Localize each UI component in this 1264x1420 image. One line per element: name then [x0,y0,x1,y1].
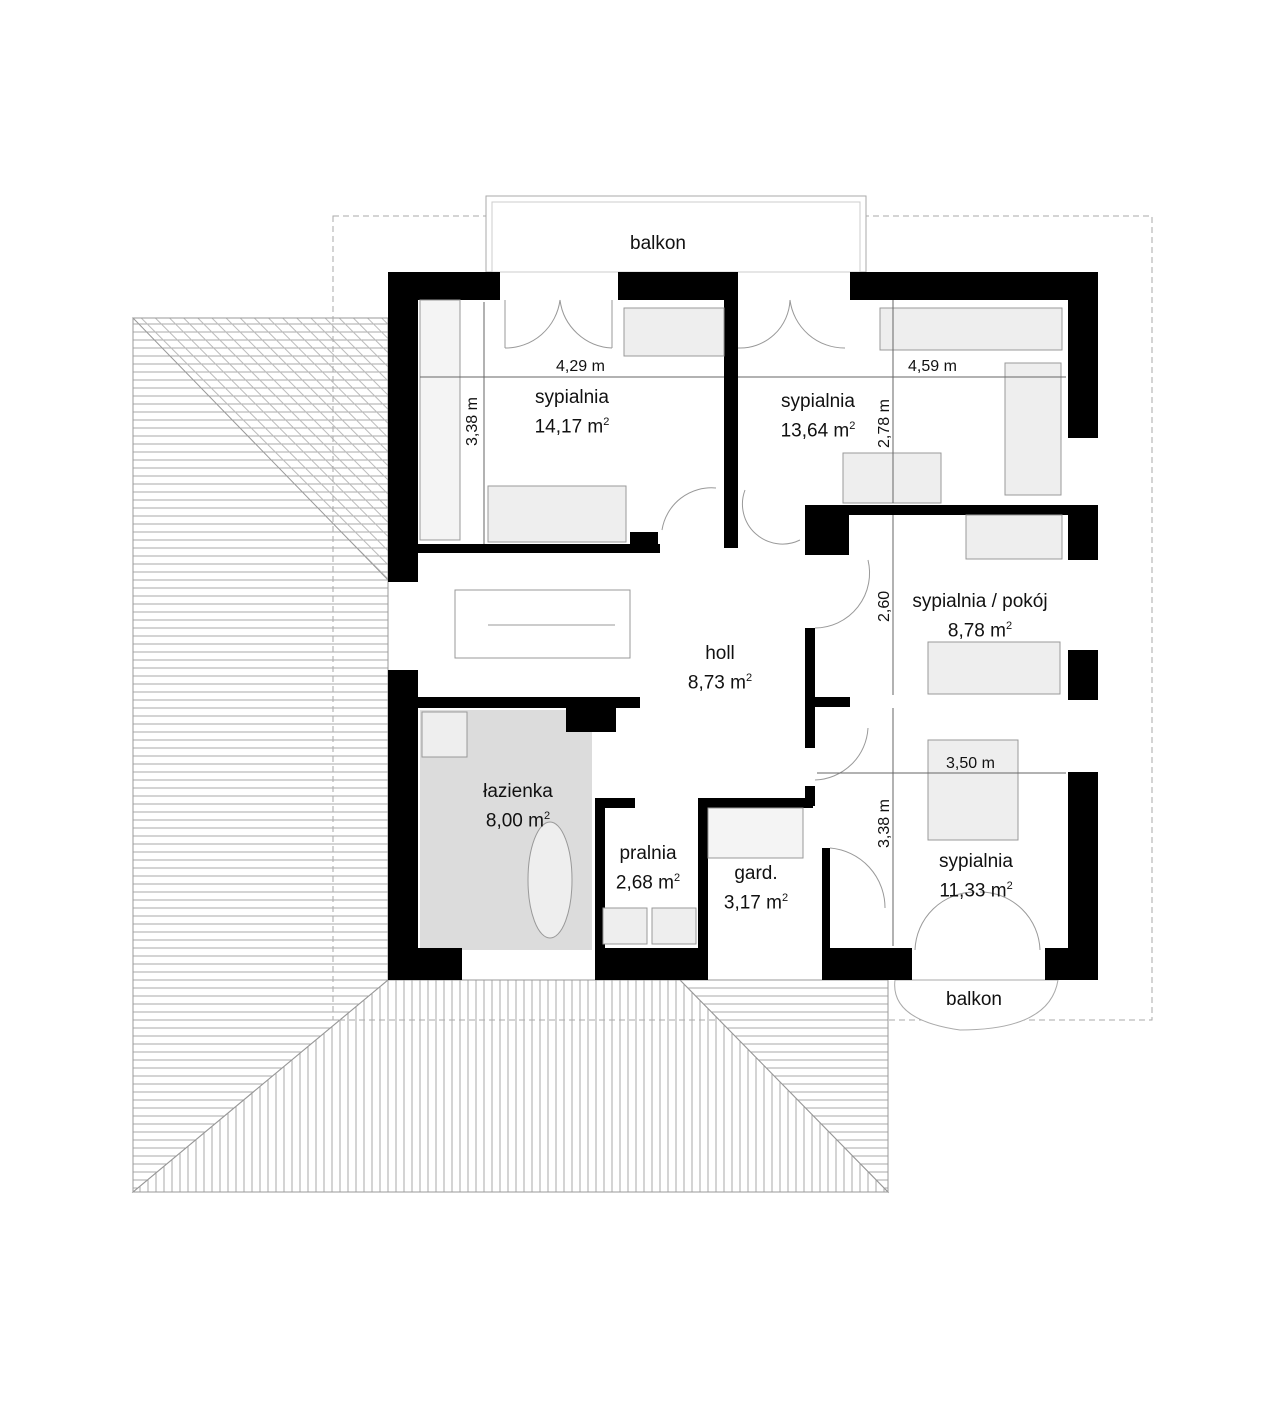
room-area: 8,78 m2 [912,614,1047,643]
room-area: 14,17 m2 [535,410,610,439]
area-unit-sup: 2 [543,810,551,822]
area-unit-sup: 2 [1006,880,1013,892]
roof-hatching [131,317,890,1194]
staircase [454,589,631,659]
area-unit-sup: 2 [673,872,681,884]
area-value: 13,64 m [780,420,850,442]
area-value: 8,00 m [485,810,544,832]
room-name: sypialnia / pokój [912,591,1048,612]
dimension-lines [420,300,1066,946]
walls [388,272,1098,980]
dimension-bedroom2-depth: 2,78 m [876,399,893,448]
roof-outline [332,215,1153,1021]
area-unit-sup: 2 [849,420,856,432]
room-area: 13,64 m2 [781,414,856,443]
area-unit-sup: 2 [781,892,789,904]
room-area: 11,33 m2 [939,874,1013,903]
room-name: holl [705,643,735,664]
room-label-wardrobe: gard.3,17 m2 [724,862,788,915]
dimension-bedroom3-depth: 2,60 [876,590,893,622]
dimension-bedroom2-width: 4,59 m [908,358,957,375]
room-name: sypialnia [939,851,1013,872]
area-unit-sup: 2 [1005,620,1013,632]
area-value: 8,78 m [947,620,1006,642]
door-swings [504,299,1041,951]
dimension-bedroom4-width: 3,50 m [946,755,995,772]
area-value: 14,17 m [534,416,604,438]
balcony-label-bottom: balkon [946,989,1002,1010]
area-value: 2,68 m [615,872,674,894]
room-name: gard. [734,863,778,884]
room-area: 2,68 m2 [616,866,680,895]
room-area: 8,73 m2 [688,666,752,695]
balcony-label-top: balkon [630,233,686,254]
room-area: 3,17 m2 [724,886,788,915]
room-area: 8,00 m2 [483,804,553,833]
area-unit-sup: 2 [745,672,753,684]
area-value: 11,33 m [939,880,1007,902]
area-value: 3,17 m [723,892,782,914]
dimension-bedroom4-depth: 3,38 m [876,799,893,848]
dimension-bedroom1-width: 4,29 m [556,358,605,375]
area-value: 8,73 m [687,672,746,694]
area-unit-sup: 2 [603,416,610,428]
balcony-bottom [894,979,1059,1031]
dimension-bedroom1-depth: 3,38 m [464,397,481,446]
furniture [419,299,1063,945]
balcony-top [485,195,867,273]
room-name: sypialnia [535,387,609,408]
room-name: sypialnia [781,391,855,412]
room-name: pralnia [619,843,677,864]
room-name: łazienka [483,781,553,802]
